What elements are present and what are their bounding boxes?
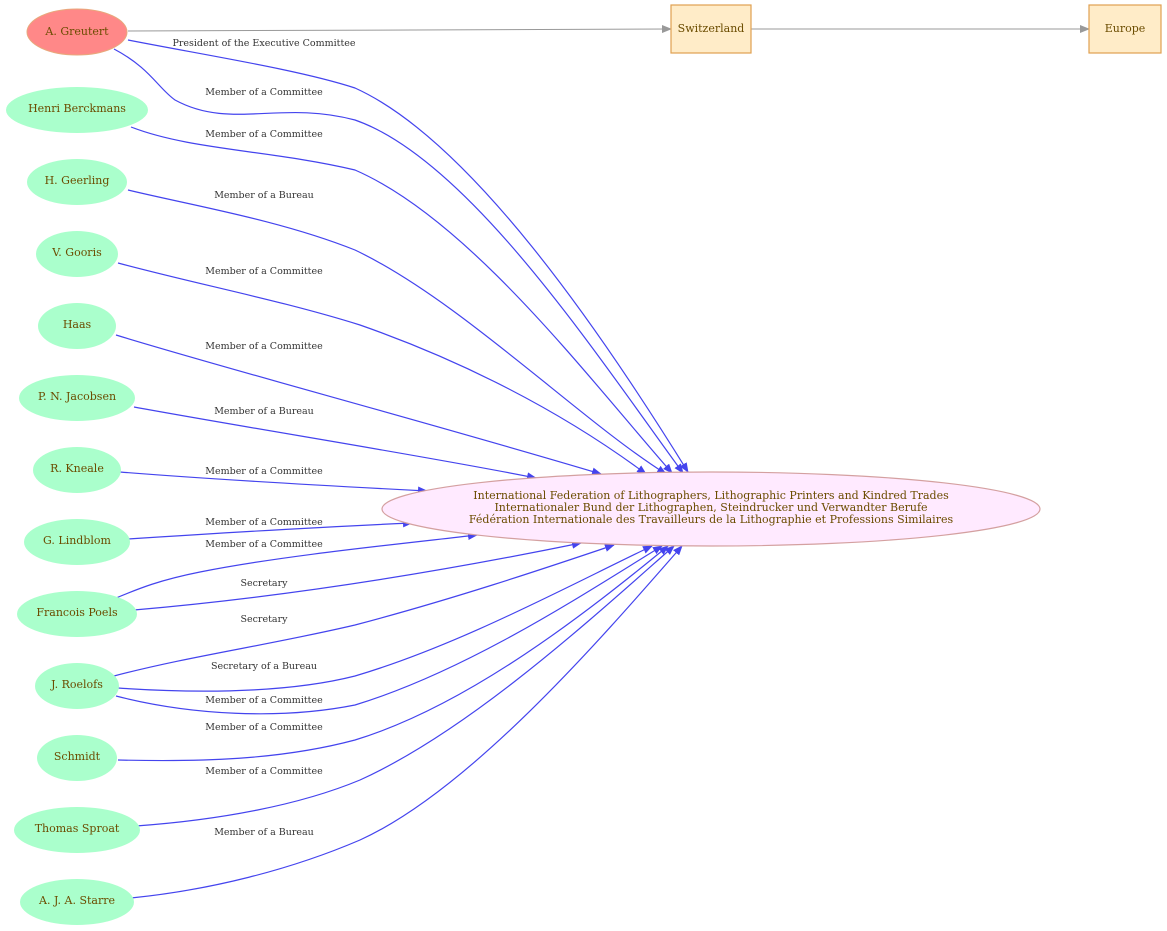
edge-e2 (113, 48, 684, 474)
person-node-gooris[interactable]: V. Gooris (36, 231, 118, 277)
edge-label-e8: Member of a Committee (205, 466, 323, 477)
edge-e9 (127, 519, 413, 540)
edge-e3 (130, 126, 673, 474)
organization-label-fr: Fédération Internationale des Travailleu… (469, 513, 954, 526)
place-node-switzerland[interactable]: Switzerland (670, 4, 752, 54)
edge-label-e1: President of the Executive Committee (172, 38, 355, 49)
edge-labels: President of the Executive Committee Mem… (172, 38, 355, 838)
organization-label-de: Internationaler Bund der Lithographen, S… (494, 501, 927, 514)
place-edges (127, 25, 1090, 34)
person-label: A. J. A. Starre (38, 894, 115, 907)
edge-e4 (127, 189, 667, 475)
person-node-haas[interactable]: Haas (38, 303, 116, 349)
edge-e15 (117, 545, 669, 762)
edge-label-e7: Member of a Bureau (214, 406, 314, 417)
edge-e5 (117, 262, 647, 475)
edge-e10 (115, 532, 478, 599)
edge-label-e13: Secretary of a Bureau (211, 661, 317, 672)
person-label: H. Geerling (45, 174, 110, 187)
edge-e16 (135, 545, 675, 827)
edge-label-e2: Member of a Committee (205, 87, 323, 98)
person-node-poels[interactable]: Francois Poels (17, 591, 137, 637)
place-label-switzerland: Switzerland (678, 22, 745, 35)
person-label: Thomas Sproat (35, 822, 120, 835)
edge-e8 (119, 471, 428, 495)
edge-label-e9: Member of a Committee (205, 517, 323, 528)
person-node-berckmans[interactable]: Henri Berckmans (6, 87, 148, 133)
person-node-geerling[interactable]: H. Geerling (27, 159, 127, 205)
person-node-sproat[interactable]: Thomas Sproat (14, 807, 140, 853)
person-node-jacobsen[interactable]: P. N. Jacobsen (19, 375, 135, 421)
edge-e13 (117, 545, 653, 692)
edge-label-e17: Member of a Bureau (214, 827, 314, 838)
person-label: J. Roelofs (50, 678, 103, 691)
person-label: P. N. Jacobsen (38, 390, 116, 403)
person-label: Henri Berckmans (28, 102, 126, 115)
person-node-roelofs[interactable]: J. Roelofs (35, 663, 119, 709)
person-label: A. Greutert (44, 25, 109, 38)
person-node-kneale[interactable]: R. Kneale (33, 447, 121, 493)
person-label: V. Gooris (51, 246, 102, 259)
organization-node[interactable]: International Federation of Lithographer… (381, 471, 1041, 547)
edge-label-e16: Member of a Committee (205, 766, 323, 777)
membership-edges (113, 39, 689, 899)
person-label: R. Kneale (50, 462, 104, 475)
edge-e1 (127, 39, 689, 473)
organization-label-en: International Federation of Lithographer… (473, 489, 949, 502)
edge-e17 (130, 545, 683, 899)
edge-e7 (133, 406, 537, 481)
edge-label-e5: Member of a Committee (205, 266, 323, 277)
edge-label-e3: Member of a Committee (205, 129, 323, 140)
edge-e11 (133, 540, 582, 611)
person-label: Schmidt (54, 750, 101, 763)
person-label: Haas (63, 318, 92, 331)
edge-label-e11: Secretary (240, 578, 288, 589)
person-label: G. Lindblom (43, 534, 112, 547)
edge-label-e14: Member of a Committee (205, 695, 323, 706)
person-node-schmidt[interactable]: Schmidt (37, 735, 117, 781)
edge-label-e15: Member of a Committee (205, 722, 323, 733)
edge-label-e6: Member of a Committee (205, 341, 323, 352)
edge-e6 (115, 334, 602, 476)
person-node-starre[interactable]: A. J. A. Starre (20, 879, 134, 925)
edge-label-e12: Secretary (240, 614, 288, 625)
edge-label-e4: Member of a Bureau (214, 190, 314, 201)
edge-e14 (115, 545, 663, 715)
edge-label-e10: Member of a Committee (205, 539, 323, 550)
person-node-greutert[interactable]: A. Greutert (26, 8, 128, 56)
person-node-lindblom[interactable]: G. Lindblom (24, 519, 130, 565)
edge-greutert-switzerland (127, 25, 672, 34)
place-label-europe: Europe (1105, 22, 1146, 35)
edge-e12 (113, 544, 615, 677)
person-label: Francois Poels (36, 606, 118, 619)
place-node-europe[interactable]: Europe (1088, 4, 1162, 54)
